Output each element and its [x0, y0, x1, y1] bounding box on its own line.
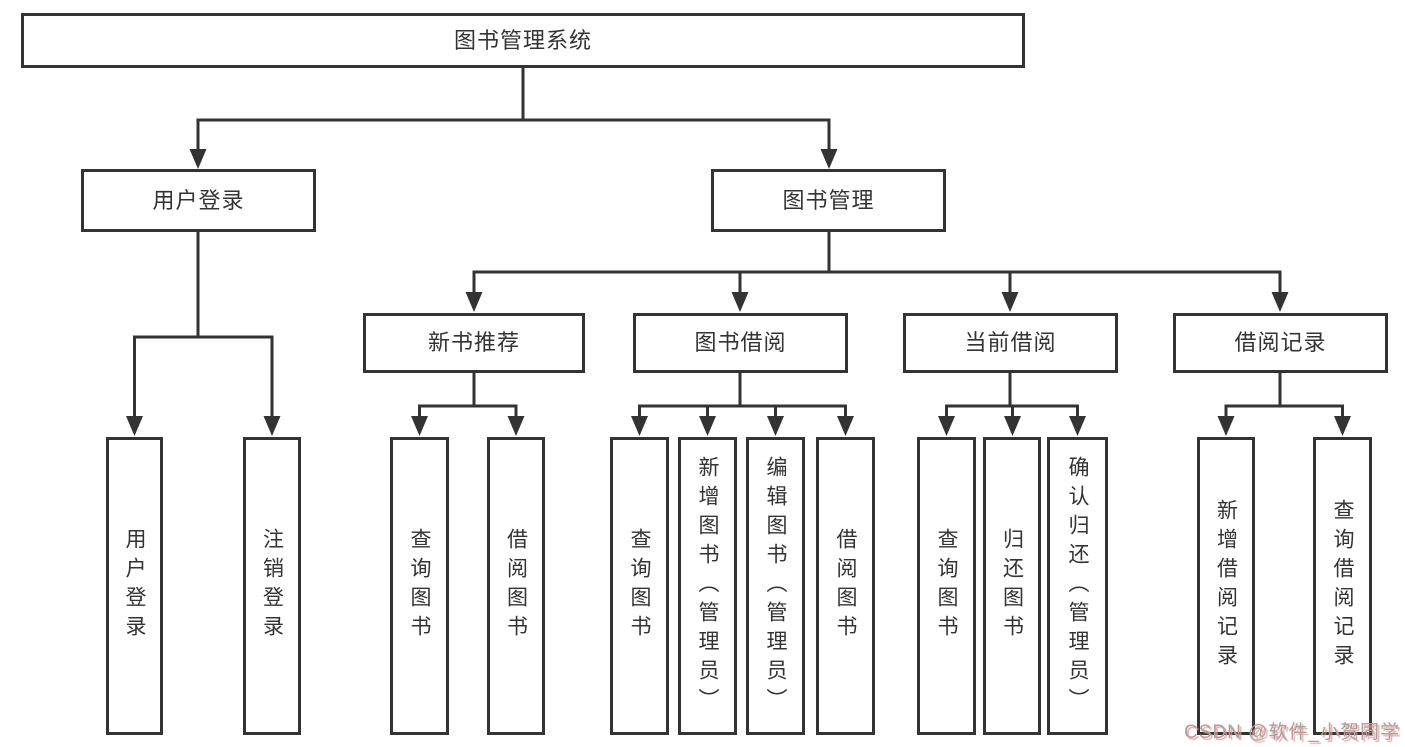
node-book-management: 图书管理 — [711, 169, 946, 232]
node-label: 归还图书 — [1000, 528, 1024, 644]
leaf-confirm-return-admin: 确认归还（管理员） — [1047, 437, 1108, 735]
node-label: 借阅图书 — [504, 528, 528, 644]
node-new-book-recommend: 新书推荐 — [363, 313, 585, 373]
arrowhead-down-icon — [820, 149, 838, 169]
node-label: 图书管理系统 — [453, 27, 592, 53]
node-label: 确认归还（管理员） — [1066, 455, 1089, 717]
arrowhead-down-icon — [411, 416, 428, 436]
node-label: 当前借阅 — [964, 330, 1057, 355]
arrowhead-down-icon — [631, 416, 648, 436]
arrowhead-down-icon — [465, 292, 483, 312]
arrowhead-down-icon — [837, 416, 854, 436]
arrowhead-down-icon — [938, 416, 955, 436]
arrowhead-down-icon — [507, 416, 525, 436]
node-label: 查询图书 — [935, 528, 958, 644]
leaf-add-borrow-record: 新增借阅记录 — [1197, 437, 1255, 735]
connector-path-currentborrow-to-leaves — [945, 370, 1079, 420]
csdn-watermark: CSDN @软件_小贺同学 — [1184, 722, 1400, 743]
node-label: 查询图书 — [408, 528, 431, 644]
node-label: 注销登录 — [260, 528, 284, 644]
node-library-management-system: 图书管理系统 — [21, 13, 1025, 68]
arrowhead-down-icon — [731, 292, 749, 312]
leaf-add-books-admin: 新增图书（管理员） — [678, 437, 737, 735]
leaf-query-borrow-record: 查询借阅记录 — [1313, 437, 1372, 735]
node-borrowing-records: 借阅记录 — [1173, 313, 1388, 373]
node-label: 查询图书 — [628, 528, 651, 644]
node-label: 图书管理 — [782, 187, 875, 213]
node-label: 图书借阅 — [694, 330, 787, 355]
node-user-login: 用户登录 — [81, 169, 316, 232]
leaf-return-books: 归还图书 — [983, 437, 1041, 735]
node-label: 新书推荐 — [427, 330, 520, 355]
arrowhead-down-icon — [1217, 416, 1235, 436]
connector-path-newbookrec-to-leaves — [418, 370, 518, 420]
arrowhead-down-icon — [189, 149, 207, 169]
node-label: 编辑图书（管理员） — [764, 455, 787, 717]
node-current-borrowing: 当前借阅 — [903, 313, 1118, 373]
connector-path-bookmgmt-to-level3 — [472, 229, 1282, 296]
arrowhead-down-icon — [126, 416, 143, 436]
arrowhead-down-icon — [699, 416, 716, 436]
arrowhead-down-icon — [263, 416, 281, 436]
connector-path-bookborrow-to-leaves — [638, 370, 847, 420]
leaf-query-books-2: 查询图书 — [610, 437, 669, 735]
node-label: 新增借阅记录 — [1214, 499, 1238, 673]
node-book-borrowing: 图书借阅 — [633, 313, 848, 373]
node-label: 用户登录 — [152, 187, 245, 213]
node-label: 借阅记录 — [1234, 330, 1327, 355]
connector-path-root-to-level2 — [196, 65, 831, 151]
arrowhead-down-icon — [1069, 416, 1086, 436]
node-label: 用户登录 — [123, 528, 146, 644]
leaf-query-books-3: 查询图书 — [917, 437, 976, 735]
node-label: 新增图书（管理员） — [696, 455, 719, 717]
arrowhead-down-icon — [1004, 416, 1021, 436]
leaf-borrow-books-2: 借阅图书 — [816, 437, 875, 735]
node-label: 借阅图书 — [834, 528, 857, 644]
arrowhead-down-icon — [1001, 292, 1019, 312]
node-label: 查询借阅记录 — [1331, 499, 1354, 673]
arrowhead-down-icon — [1271, 292, 1289, 312]
leaf-logout: 注销登录 — [243, 437, 301, 735]
arrowhead-down-icon — [767, 416, 784, 436]
arrowhead-down-icon — [1334, 416, 1351, 436]
connector-path-borrowrecord-to-leaves — [1224, 370, 1344, 420]
connector-path-userlogin-to-leaves — [133, 229, 274, 420]
leaf-query-books-1: 查询图书 — [390, 437, 449, 735]
leaf-borrow-books-1: 借阅图书 — [487, 437, 545, 735]
leaf-user-login: 用户登录 — [106, 437, 163, 735]
leaf-edit-books-admin: 编辑图书（管理员） — [746, 437, 805, 735]
